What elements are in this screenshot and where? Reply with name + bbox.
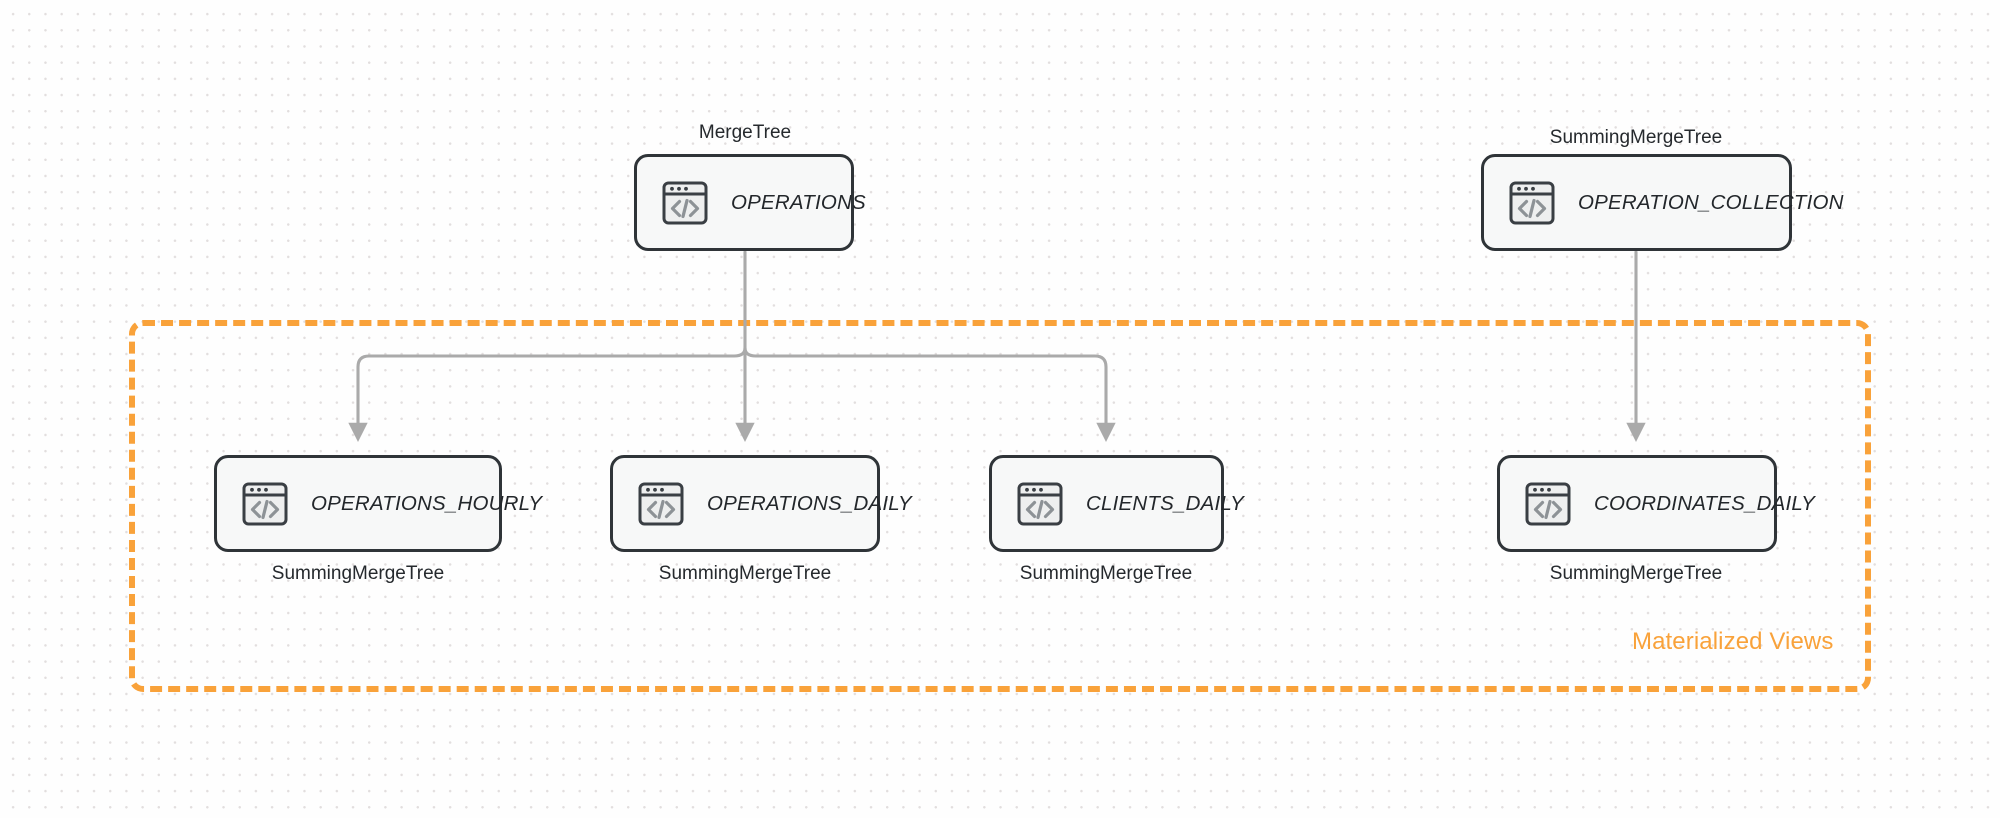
engine-caption-operation-collection: SummingMergeTree (1549, 127, 1723, 148)
engine-caption-operations: MergeTree (698, 122, 792, 143)
materialized-views-group (129, 320, 1871, 692)
node-coordinates-daily[interactable]: COORDINATES_DAILY (1497, 455, 1815, 552)
code-window-icon (638, 482, 684, 525)
engine-caption-operations-daily: SummingMergeTree (658, 563, 832, 584)
node-label-operations: OPERATIONS (731, 190, 866, 214)
node-label-operations-hourly: OPERATIONS_HOURLY (311, 491, 543, 515)
node-label-operations-daily: OPERATIONS_DAILY (707, 491, 912, 515)
materialized-views-group-label: Materialized Views (1632, 628, 1834, 655)
node-operations[interactable]: OPERATIONS (634, 154, 866, 251)
code-window-icon (1509, 181, 1555, 224)
engine-caption-coordinates-daily: SummingMergeTree (1549, 563, 1723, 584)
node-label-clients-daily: CLIENTS_DAILY (1086, 491, 1244, 515)
code-window-icon (1525, 482, 1571, 525)
node-operations-daily[interactable]: OPERATIONS_DAILY (610, 455, 912, 552)
node-clients-daily[interactable]: CLIENTS_DAILY (989, 455, 1244, 552)
node-operation-collection[interactable]: OPERATION_COLLECTION (1481, 154, 1843, 251)
node-operations-hourly[interactable]: OPERATIONS_HOURLY (214, 455, 542, 552)
code-window-icon (242, 482, 288, 525)
node-label-coordinates-daily: COORDINATES_DAILY (1594, 491, 1815, 515)
engine-caption-clients-daily: SummingMergeTree (1019, 563, 1193, 584)
code-window-icon (662, 181, 708, 224)
engine-caption-operations-hourly: SummingMergeTree (271, 563, 445, 584)
code-window-icon (1017, 482, 1063, 525)
node-label-operation-collection: OPERATION_COLLECTION (1578, 190, 1844, 214)
